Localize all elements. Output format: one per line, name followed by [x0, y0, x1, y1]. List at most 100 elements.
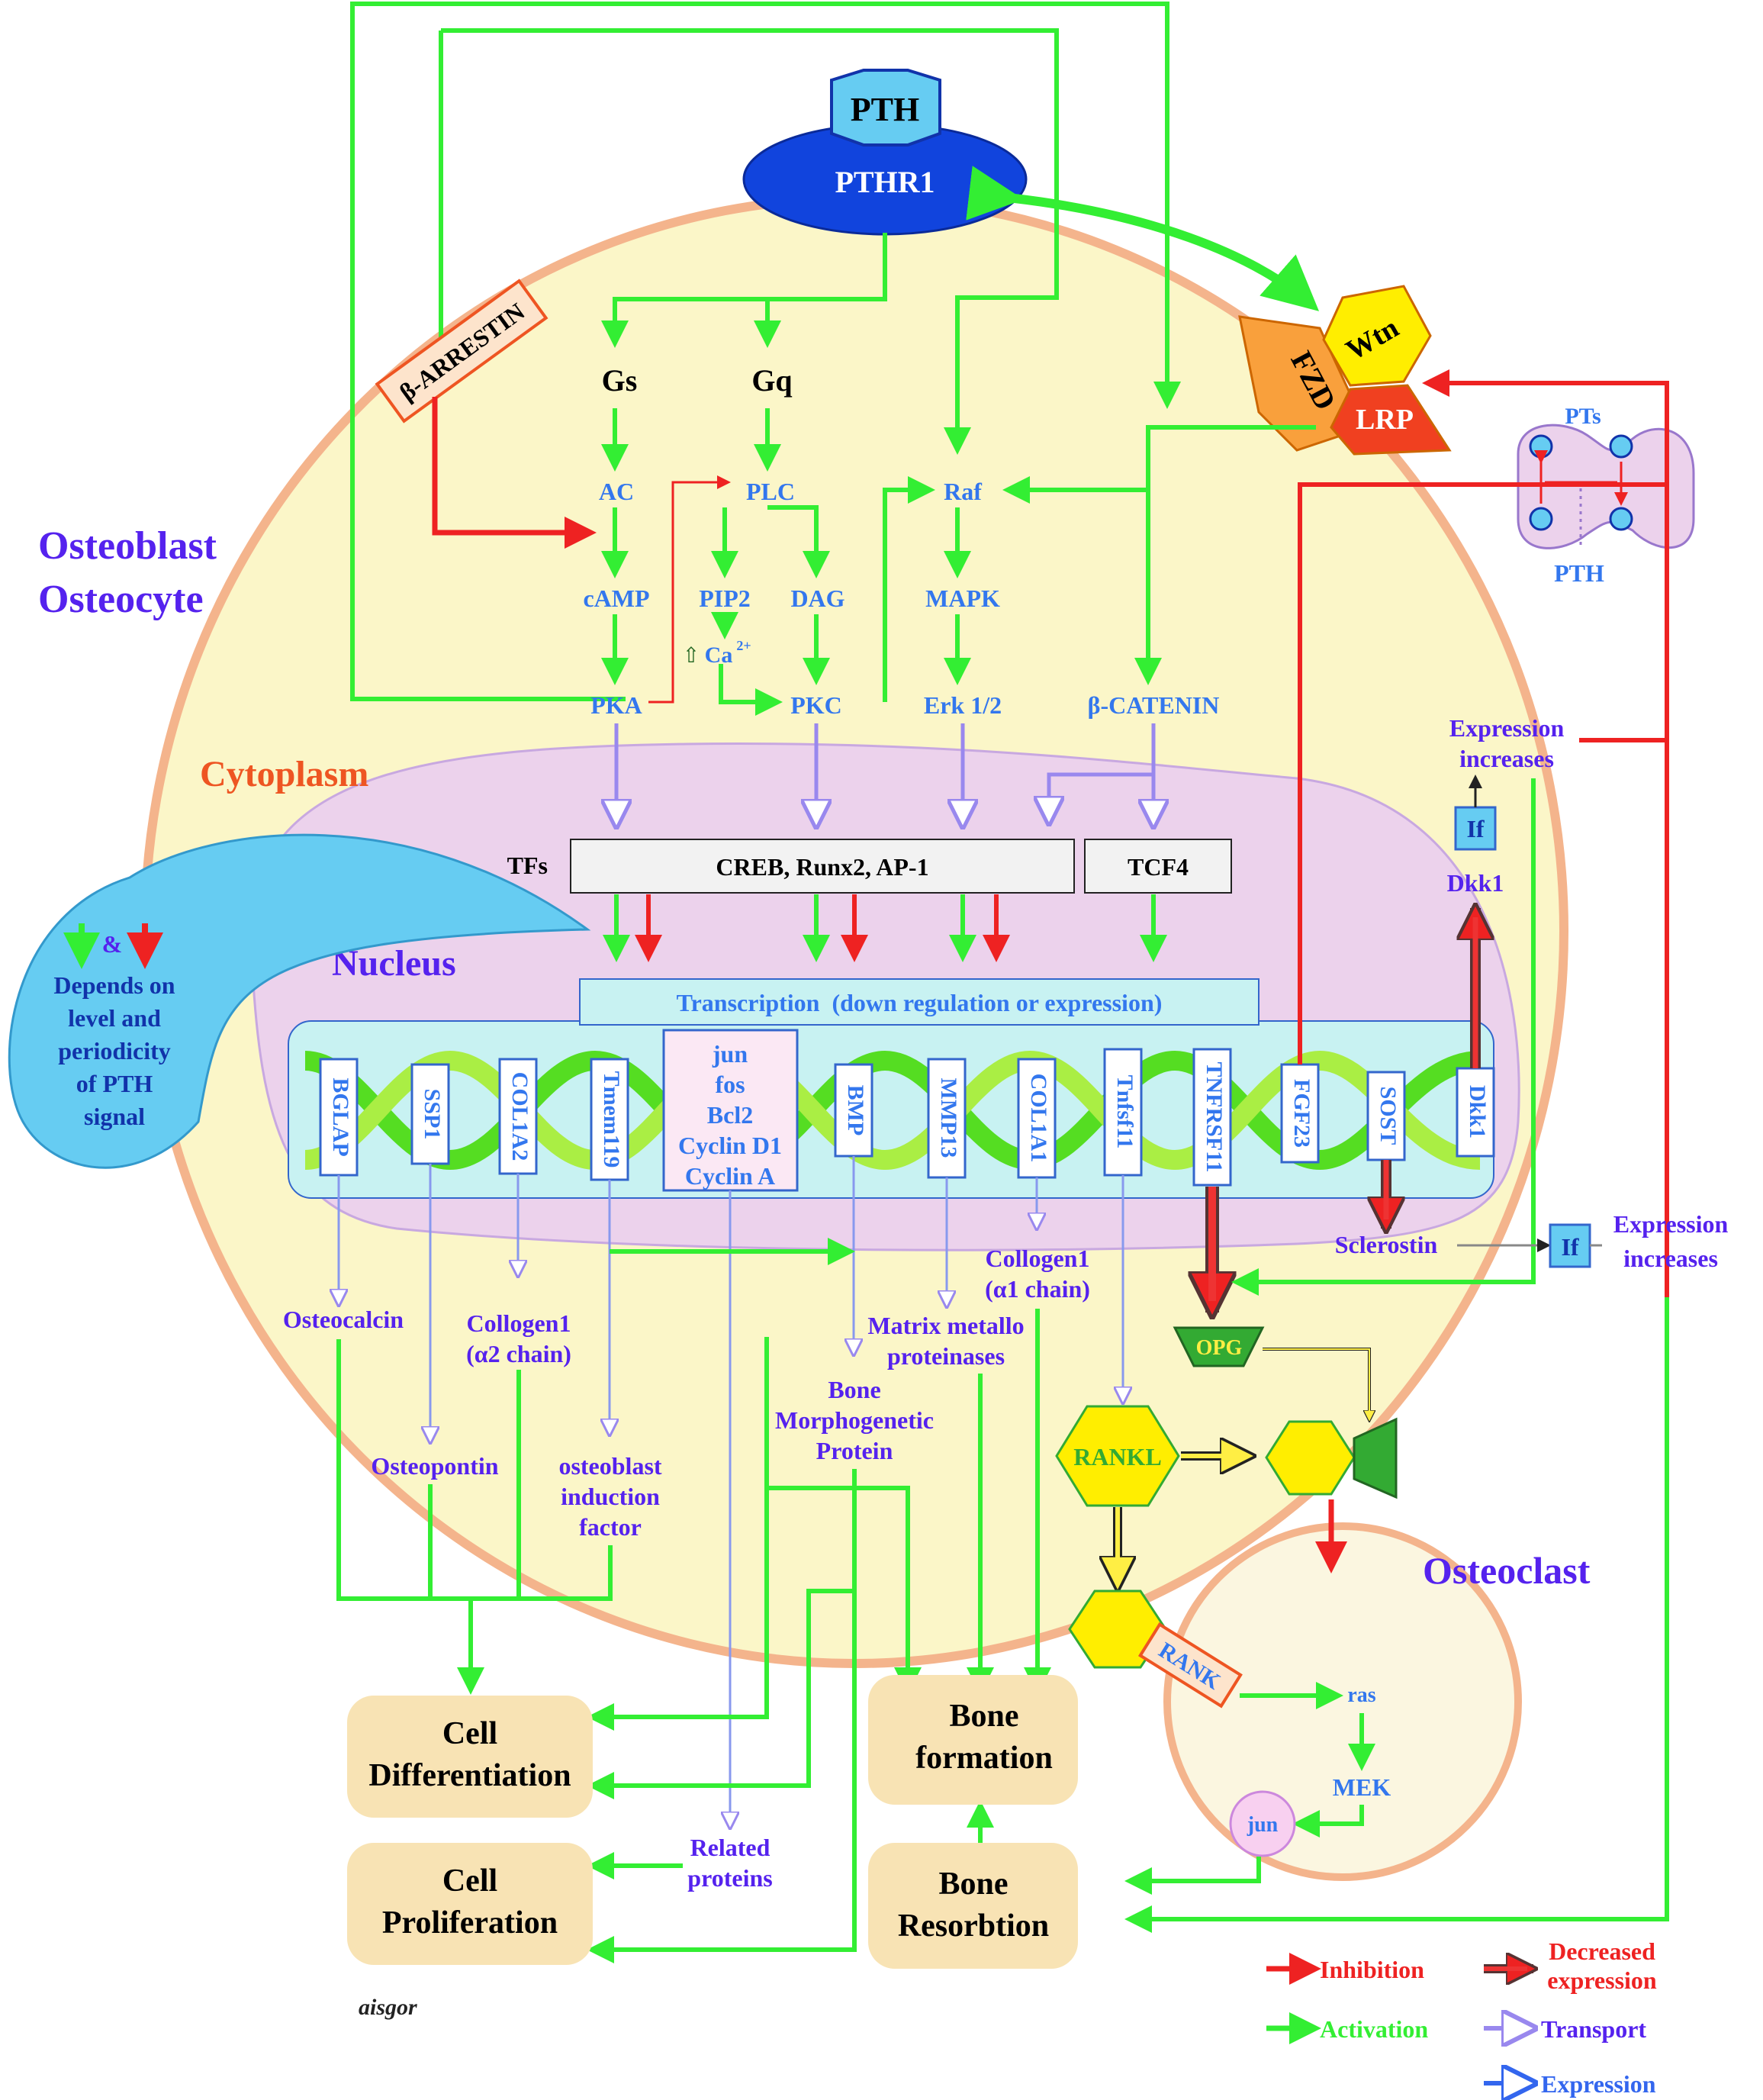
tf-regulation-arrows: [603, 894, 1167, 962]
pth-label: PTH: [851, 91, 919, 128]
gene-box-cell-cycle: [662, 1029, 799, 1192]
cell-differentiation-box: [347, 1696, 593, 1818]
pt-gland: [1609, 434, 1633, 459]
gene-box-sost: [1366, 1071, 1406, 1161]
bubble-line1: Depends on: [53, 971, 175, 999]
gq-label: Gq: [751, 363, 792, 398]
sclerostin-feedback: If Expression increases: [1124, 1210, 1728, 1933]
bone-formation-line1: Bone: [949, 1699, 1018, 1734]
pt-gland: [1529, 507, 1553, 531]
dkk1-protein-label: Dkk1: [1447, 869, 1504, 897]
creb-runx2-ap1-box: [570, 839, 1075, 894]
jun-nucleus: [1229, 1790, 1296, 1857]
wnt-complex: FZD Wtn LRP: [1238, 285, 1452, 456]
sclerostin-label: Sclerostin: [1335, 1231, 1438, 1258]
legend-transport: Transport: [1541, 2015, 1646, 2043]
bone-resorption-line2: Resorbtion: [898, 1908, 1049, 1944]
pthr1-label: PTHR1: [835, 165, 935, 199]
mapk-label: MAPK: [925, 585, 1000, 612]
ras-label: ras: [1347, 1683, 1375, 1707]
gene-box-tnfsf11: [1103, 1048, 1143, 1177]
transcription-box: [579, 978, 1260, 1026]
legend-decreased-line1: Decreased: [1549, 1937, 1655, 1965]
gene-bglap: BGLAP: [328, 1077, 353, 1156]
legend-decreased-line2: expression: [1547, 1966, 1657, 1994]
expr-increases-top-line1: Expression: [1449, 714, 1565, 742]
pka-activates-plc: [648, 475, 731, 704]
collagen1-a2-line1: Collogen1: [467, 1309, 571, 1337]
gene-box-col1a2: [498, 1058, 538, 1175]
signature: aisgor: [359, 1995, 417, 2020]
pip2-label: PIP2: [699, 585, 751, 612]
transport-arrows: [616, 723, 1153, 826]
osteoblast-label: Osteoblast: [38, 524, 217, 568]
gene-box-ssp1: [410, 1063, 450, 1165]
bone-resorption-box: [868, 1843, 1078, 1969]
bubble-line3: periodicity: [58, 1037, 171, 1064]
gene-fgf23: FGF23: [1289, 1079, 1314, 1148]
beta-catenin-label: β-CATENIN: [1088, 691, 1220, 719]
mmp-line1: Matrix metallo: [867, 1312, 1024, 1339]
oif-line3: factor: [579, 1513, 642, 1541]
related-proteins-line2: proteins: [687, 1864, 772, 1892]
bone-resorption-line1: Bone: [938, 1866, 1008, 1902]
fgf23-inhibits-lrp: [1298, 482, 1667, 1064]
wnt-ligand: [1322, 285, 1432, 387]
tcf4-box: [1084, 839, 1232, 894]
rankl-bound-hexagon: [1265, 1420, 1356, 1496]
plc-label: PLC: [746, 478, 795, 505]
activation-arrows: [601, 233, 1316, 716]
parathyroid-pth-label: PTH: [1554, 559, 1604, 587]
gene-tmem119: Tmem119: [599, 1071, 624, 1168]
osteoclast-pathway: OPG RANKL RANK ras MEK jun: [1055, 1326, 1398, 1895]
gene-col1a2: COL1A2: [507, 1072, 532, 1161]
gs-label: Gs: [602, 363, 638, 398]
oif-line2: induction: [561, 1483, 660, 1510]
cell-differentiation-line1: Cell: [442, 1716, 497, 1751]
if-label-sclerostin: If: [1561, 1233, 1578, 1261]
dkk1-feedback: If Expression increases: [1231, 714, 1565, 1296]
arrestin-inhibits-ac: [432, 397, 597, 549]
rankl-label: RANKL: [1073, 1443, 1162, 1470]
expr-increases-bottom-line2: increases: [1623, 1245, 1718, 1272]
gene-cyclin-d1: Cyclin D1: [678, 1132, 782, 1159]
collagen1-a1-line1: Collogen1: [986, 1245, 1090, 1272]
fzd-receptor: [1238, 315, 1368, 452]
osteopontin-label: Osteopontin: [371, 1452, 498, 1480]
gene-fos: fos: [715, 1071, 745, 1098]
cell-proliferation-box: [347, 1843, 593, 1965]
mmp-line2: proteinases: [887, 1342, 1005, 1370]
bone-formation-line2: formation: [915, 1741, 1053, 1776]
pth-receptor: PTH PTHR1: [742, 69, 1028, 236]
outcome-connectors: [336, 1309, 1051, 1963]
collagen1-a1-line2: (α1 chain): [985, 1275, 1090, 1303]
gene-box-dkk1: [1456, 1067, 1495, 1158]
gene-sost: SOST: [1375, 1087, 1401, 1145]
tfs-label: TFs: [507, 852, 548, 879]
osteocyte-label: Osteocyte: [38, 578, 204, 621]
if-label-dkk1: If: [1466, 815, 1484, 842]
bmp-protein-line3: Protein: [816, 1437, 893, 1464]
transcription-factors: TFs CREB, Runx2, AP-1 TCF4: [507, 839, 1232, 894]
pka-label: PKA: [590, 691, 642, 719]
cell-differentiation-line2: Differentiation: [368, 1758, 571, 1793]
gene-ssp1: SSP1: [420, 1089, 445, 1140]
bubble-ampersand: &: [102, 930, 123, 958]
gene-cyclin-a: Cyclin A: [685, 1162, 775, 1190]
camp-label: cAMP: [583, 585, 649, 612]
jun-label: jun: [1247, 1813, 1279, 1837]
bubble-line5: signal: [84, 1103, 145, 1130]
pthr1-lrp-interaction: [966, 166, 1320, 311]
rank-receptor: [1137, 1622, 1243, 1709]
raf-label: Raf: [944, 478, 982, 505]
osteoclast-label: Osteoclast: [1423, 1549, 1591, 1592]
related-proteins-line1: Related: [690, 1834, 771, 1861]
lrp-receptor: [1330, 384, 1452, 456]
bmp-protein-line1: Bone: [828, 1376, 880, 1403]
calcium-charge: 2+: [736, 638, 751, 653]
osteocalcin-label: Osteocalcin: [283, 1306, 404, 1333]
cell-proliferation-line2: Proliferation: [382, 1905, 558, 1941]
gene-box-tnfrsf11: [1192, 1048, 1232, 1187]
transcription-label: Transcription (down regulation or expres…: [677, 989, 1163, 1016]
